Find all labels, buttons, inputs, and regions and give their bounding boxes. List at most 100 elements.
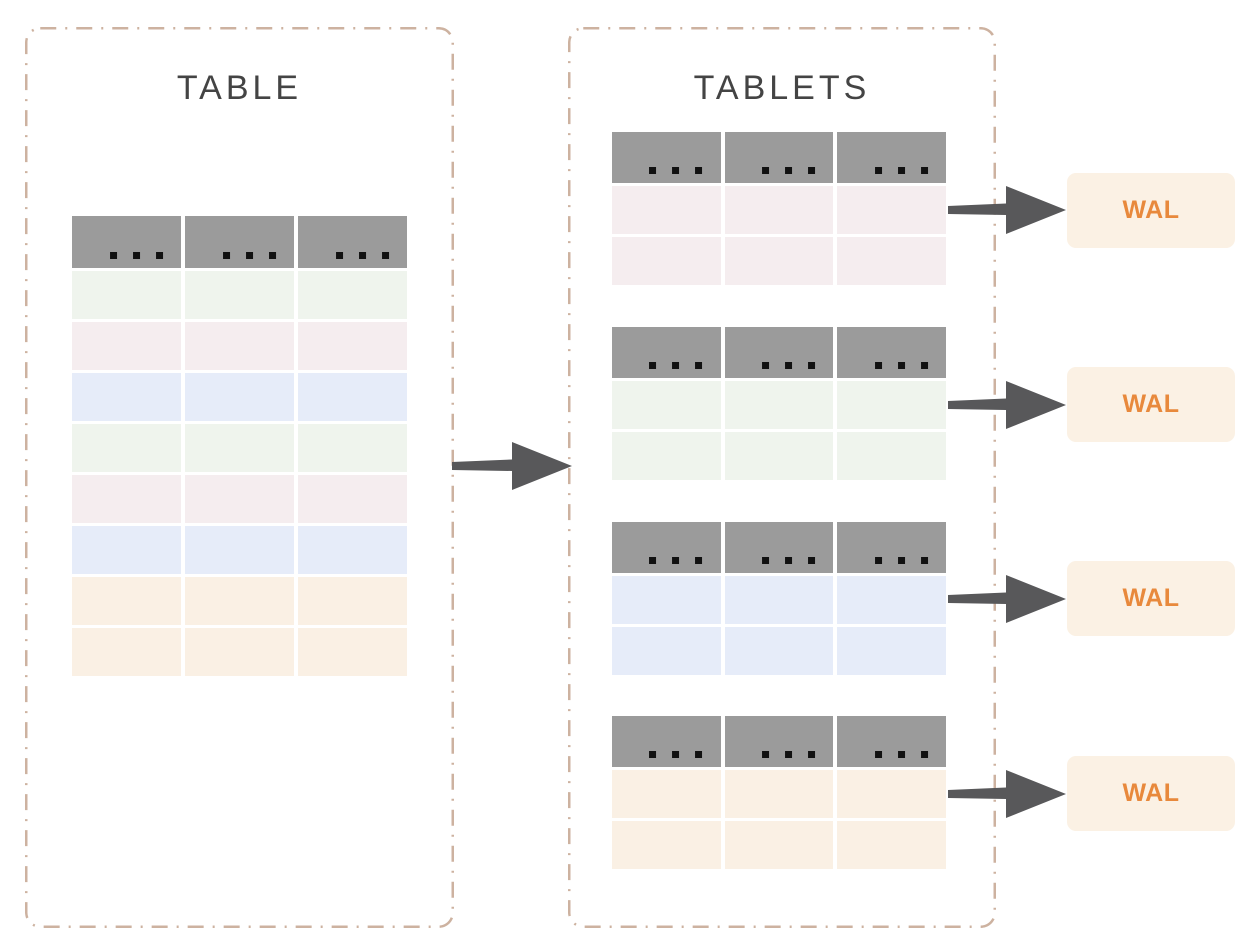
- table-cell: [185, 271, 294, 319]
- ellipsis-icon: [649, 362, 703, 369]
- table-row: [72, 526, 407, 574]
- tablets-panel: TABLETS: [568, 27, 996, 928]
- tablet-grid: [612, 327, 947, 480]
- table-cell: [185, 526, 294, 574]
- table-header-row: [72, 216, 407, 268]
- table-header-cell: [72, 216, 181, 268]
- table-cell: [298, 424, 407, 472]
- tablet-row: [612, 237, 947, 285]
- tablet-cell: [612, 381, 721, 429]
- tablet-cell: [724, 576, 834, 624]
- table-cell: [185, 475, 294, 523]
- tablet-cell: [612, 186, 721, 234]
- ellipsis-icon: [874, 557, 928, 564]
- tablet-cell: [724, 237, 834, 285]
- table-panel-title: TABLE: [176, 69, 303, 107]
- table-cell: [298, 526, 407, 574]
- tablet-row: [612, 821, 947, 869]
- ellipsis-icon: [874, 751, 928, 758]
- table-cell: [72, 628, 181, 676]
- wal-label: WAL: [1122, 390, 1180, 418]
- table-panel: TABLE: [25, 27, 454, 928]
- tablet-row: [612, 576, 947, 624]
- ellipsis-icon: [335, 252, 389, 259]
- tablet-header-cell: [612, 132, 721, 183]
- table-cell: [185, 373, 294, 421]
- tablet-cell: [837, 432, 947, 480]
- tablet-cell: [837, 770, 947, 818]
- tablet-cell: [724, 627, 834, 675]
- wal-box[interactable]: WAL: [1067, 367, 1235, 442]
- table-cell: [185, 628, 294, 676]
- tablet-cell: [837, 627, 947, 675]
- tablet-cell: [837, 576, 947, 624]
- table-row: [72, 322, 407, 370]
- tablet-cell: [724, 381, 834, 429]
- table-cell: [72, 271, 181, 319]
- table-header-cell: [185, 216, 294, 268]
- tablet-cell: [837, 821, 947, 869]
- ellipsis-icon: [649, 557, 703, 564]
- table-cell: [185, 577, 294, 625]
- tablet-header-cell: [724, 132, 834, 183]
- tablet-header-cell: [612, 716, 721, 767]
- tablet-row: [612, 186, 947, 234]
- tablet-row: [612, 770, 947, 818]
- tablet-header-cell: [612, 522, 721, 573]
- tablet-grid: [612, 132, 947, 285]
- wal-label: WAL: [1122, 584, 1180, 612]
- ellipsis-icon: [874, 362, 928, 369]
- ellipsis-icon: [762, 362, 816, 369]
- table-cell: [72, 526, 181, 574]
- arrow-tablet-3-to-wal: [948, 575, 1066, 623]
- wal-box[interactable]: WAL: [1067, 756, 1235, 831]
- tablet-cell: [612, 770, 721, 818]
- table-row: [72, 373, 407, 421]
- arrow-table-to-tablets: [452, 442, 572, 490]
- table-cell: [298, 577, 407, 625]
- table-cell: [72, 577, 181, 625]
- table-row: [72, 271, 407, 319]
- ellipsis-icon: [762, 557, 816, 564]
- wal-box[interactable]: WAL: [1067, 561, 1235, 636]
- table-row: [72, 424, 407, 472]
- ellipsis-icon: [222, 252, 276, 259]
- tablet-header-cell: [837, 716, 947, 767]
- tablet-cell: [612, 432, 721, 480]
- table-row: [72, 475, 407, 523]
- tablet-cell: [612, 821, 721, 869]
- table-cell: [185, 424, 294, 472]
- table-cell: [72, 424, 181, 472]
- ellipsis-icon: [649, 167, 703, 174]
- table-cell: [298, 628, 407, 676]
- tablet-header-cell: [837, 327, 947, 378]
- ellipsis-icon: [762, 167, 816, 174]
- tablet-grid: [612, 522, 947, 675]
- table-grid: [72, 216, 407, 676]
- ellipsis-icon: [109, 252, 163, 259]
- arrow-tablet-4-to-wal: [948, 770, 1066, 818]
- tablet-cell: [724, 770, 834, 818]
- table-cell: [298, 322, 407, 370]
- wal-label: WAL: [1122, 779, 1180, 807]
- table-cell: [72, 373, 181, 421]
- tablet-header-cell: [612, 327, 721, 378]
- table-cell: [72, 322, 181, 370]
- arrow-tablet-1-to-wal: [948, 186, 1066, 234]
- tablet-cell: [724, 821, 834, 869]
- tablet-header-row: [612, 522, 947, 573]
- tablet-header-cell: [724, 327, 834, 378]
- ellipsis-icon: [762, 751, 816, 758]
- tablets-panel-title: TABLETS: [693, 69, 871, 107]
- tablet-row: [612, 627, 947, 675]
- wal-box[interactable]: WAL: [1067, 173, 1235, 248]
- tablet-header-cell: [724, 716, 834, 767]
- table-cell: [185, 322, 294, 370]
- tablet-cell: [837, 381, 947, 429]
- ellipsis-icon: [874, 167, 928, 174]
- tablet-header-cell: [724, 522, 834, 573]
- tablet-cell: [724, 186, 834, 234]
- arrow-tablet-2-to-wal: [948, 381, 1066, 429]
- tablet-row: [612, 432, 947, 480]
